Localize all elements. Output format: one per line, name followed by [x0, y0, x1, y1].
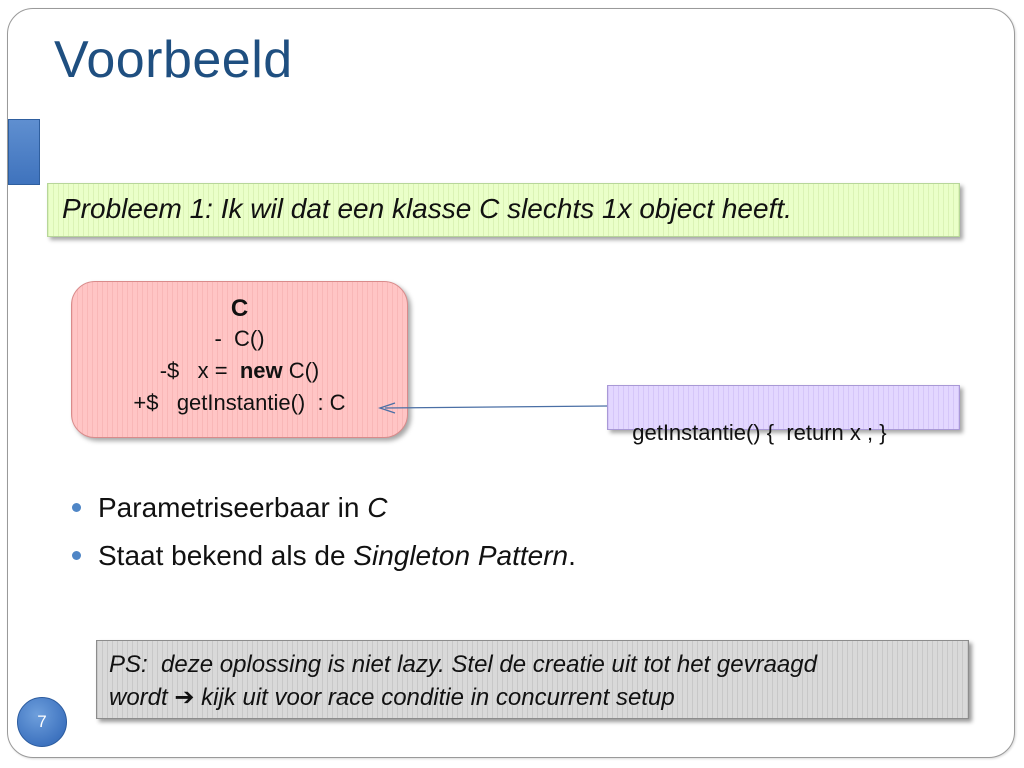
ps-line-1: PS: deze oplossing is niet lazy. Stel de… — [109, 651, 817, 678]
uml-field: -$ x = new C() — [72, 355, 407, 387]
bullet-item: Parametriseerbaar in C — [72, 488, 576, 536]
accent-bar — [8, 119, 40, 185]
code-note-text: getInstantie() { return x ; } — [632, 420, 887, 445]
ps-line-2-suffix: kijk uit voor race conditie in concurren… — [194, 684, 675, 711]
uml-class-box: C - C() -$ x = new C() +$ getInstantie()… — [71, 281, 408, 438]
slide-title: Voorbeeld — [54, 31, 293, 89]
bullet-suffix: . — [568, 540, 576, 571]
bullet-text: Staat bekend als de — [98, 540, 354, 571]
ps-note-box: PS: deze oplossing is niet lazy. Stel de… — [96, 640, 969, 719]
uml-constructor: - C() — [214, 326, 265, 351]
bullet-icon — [72, 503, 81, 512]
page-number-text: 7 — [37, 712, 47, 731]
problem-statement-text: Probleem 1: Ik wil dat een klasse C slec… — [62, 193, 792, 224]
uml-class-name: C — [230, 295, 249, 322]
right-arrow-icon: ➔ — [174, 683, 195, 711]
code-note-box: getInstantie() { return x ; } — [607, 385, 960, 445]
uml-field-prefix: -$ x = — [159, 358, 240, 383]
bullet-icon — [72, 551, 81, 560]
bullet-emphasis: Singleton Pattern — [353, 540, 569, 571]
page-number-badge: 7 — [17, 697, 67, 747]
ps-line-2-prefix: wordt — [109, 684, 175, 711]
bullet-text: Parametriseerbaar in — [98, 492, 368, 523]
problem-statement-box: Probleem 1: Ik wil dat een klasse C slec… — [47, 183, 960, 237]
bullet-emphasis: C — [367, 492, 388, 523]
bullet-item: Staat bekend als de Singleton Pattern. — [72, 536, 576, 584]
uml-method: +$ getInstantie() : C — [133, 390, 346, 415]
uml-field-suffix: C() — [282, 358, 320, 383]
uml-field-keyword: new — [239, 358, 283, 383]
bullet-list: Parametriseerbaar in C Staat bekend als … — [72, 488, 576, 584]
ps-line-2: wordt ➔ kijk uit voor race conditie in c… — [109, 681, 968, 714]
